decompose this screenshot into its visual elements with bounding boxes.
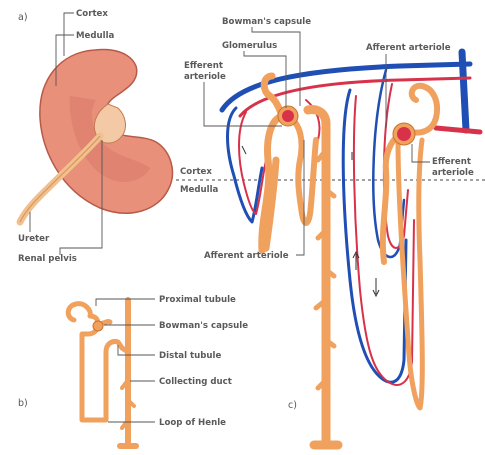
nephron-schematic xyxy=(68,300,136,446)
label-bowmans-capsule-c: Bowman's capsule xyxy=(222,17,311,27)
panel-label-c: c) xyxy=(288,400,297,411)
panel-label-b: b) xyxy=(18,398,28,409)
label-afferent-arteriole-bottom: Afferent arteriole xyxy=(204,251,289,261)
label-ureter: Ureter xyxy=(18,234,50,244)
label-efferent-arteriole-left-line2: arteriole xyxy=(184,72,226,82)
label-proximal-tubule: Proximal tubule xyxy=(159,295,236,305)
label-loop-of-henle: Loop of Henle xyxy=(159,418,226,428)
label-medulla-c: Medulla xyxy=(180,185,219,195)
kidney-illustration xyxy=(20,50,172,222)
label-kidney-cortex: Cortex xyxy=(76,9,108,19)
label-cortex-c: Cortex xyxy=(180,167,212,177)
label-glomerulus: Glomerulus xyxy=(222,41,277,51)
label-bowmans-capsule-b: Bowman's capsule xyxy=(159,321,248,331)
label-efferent-arteriole-left-line1: Efferent xyxy=(184,61,223,71)
panel-label-a: a) xyxy=(18,12,28,23)
label-afferent-arteriole-top: Afferent arteriole xyxy=(366,43,451,53)
label-kidney-medulla: Medulla xyxy=(76,31,115,41)
label-distal-tubule: Distal tubule xyxy=(159,351,221,361)
leader-kidney-cortex xyxy=(64,13,74,56)
glomerulus-right xyxy=(393,123,415,145)
glomerulus-left xyxy=(278,106,298,126)
label-efferent-arteriole-right-line1: Efferent xyxy=(432,157,471,167)
label-collecting-duct: Collecting duct xyxy=(159,377,232,387)
label-renal-pelvis: Renal pelvis xyxy=(18,254,77,264)
label-efferent-arteriole-right-line2: arteriole xyxy=(432,168,474,178)
